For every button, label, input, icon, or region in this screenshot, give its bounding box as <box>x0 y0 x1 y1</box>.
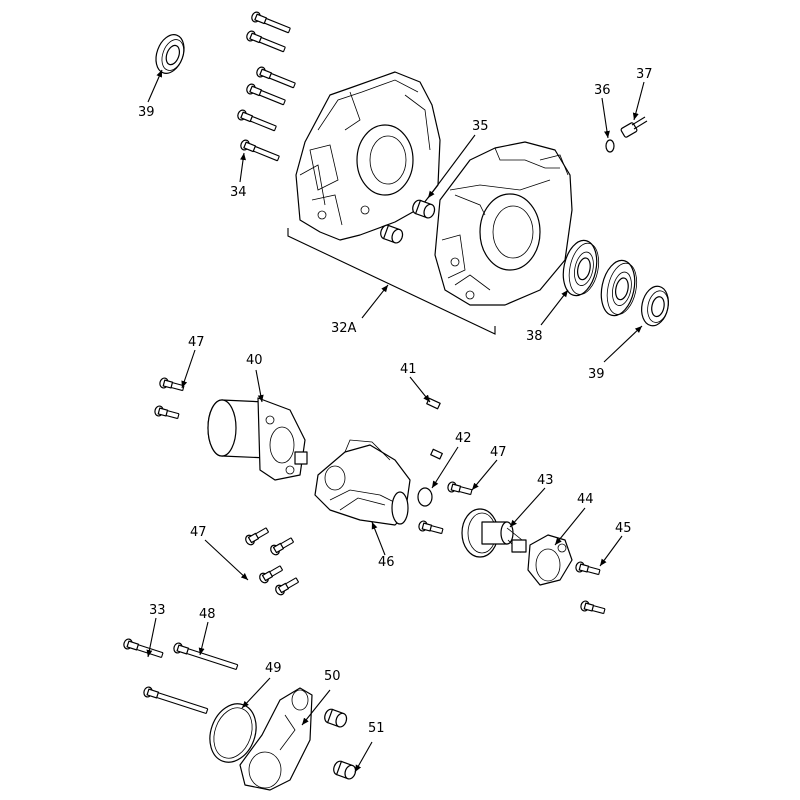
callout-37: 37 <box>636 67 653 82</box>
callout-41: 41 <box>400 362 417 377</box>
callout-47-mid: 47 <box>490 445 507 460</box>
clutch-bolts <box>574 560 607 617</box>
callout-48: 48 <box>199 607 216 622</box>
bushing <box>417 487 433 507</box>
starter-motor-bolts <box>153 376 186 422</box>
callout-39-top: 39 <box>138 105 155 120</box>
crankcase-bracket <box>287 228 496 335</box>
lower-bolt-cluster <box>243 525 301 597</box>
crankcase-left-half <box>295 71 441 241</box>
callout-47-low: 47 <box>190 525 207 540</box>
callout-38: 38 <box>526 329 543 344</box>
o-ring <box>209 703 257 763</box>
oil-seal-top <box>150 30 190 78</box>
mounting-bracket <box>239 687 313 791</box>
callout-35: 35 <box>472 119 489 134</box>
crankcase-right-half <box>434 141 573 306</box>
spacers <box>322 707 358 781</box>
crankcase-bolts <box>235 10 297 164</box>
callout-33: 33 <box>149 603 166 618</box>
callout-34: 34 <box>230 185 247 200</box>
locating-pin <box>426 397 443 460</box>
callout-46: 46 <box>378 555 395 570</box>
callout-42: 42 <box>455 431 472 446</box>
callout-39-right: 39 <box>588 367 605 382</box>
sealing-washer <box>605 139 615 153</box>
callout-40: 40 <box>246 353 263 368</box>
callout-36: 36 <box>594 83 611 98</box>
starter-drive-gear <box>461 508 527 558</box>
callout-50: 50 <box>324 669 341 684</box>
callout-43: 43 <box>537 473 554 488</box>
main-bearings <box>557 236 643 320</box>
callout-51: 51 <box>368 721 385 736</box>
long-bolts <box>122 637 240 717</box>
starter-clutch <box>527 534 573 586</box>
callout-labels: 39 34 35 36 37 32A 38 39 47 40 41 42 47 … <box>138 67 653 736</box>
starter-motor <box>207 397 308 481</box>
callout-47-top: 47 <box>188 335 205 350</box>
leader-lines <box>146 69 645 773</box>
breather-fitting <box>620 116 648 138</box>
callout-49: 49 <box>265 661 282 676</box>
oil-seal-right <box>637 283 673 329</box>
callout-44: 44 <box>577 492 594 507</box>
callout-45: 45 <box>615 521 632 536</box>
callout-32a: 32A <box>331 321 357 336</box>
starter-cover-housing <box>314 439 411 526</box>
